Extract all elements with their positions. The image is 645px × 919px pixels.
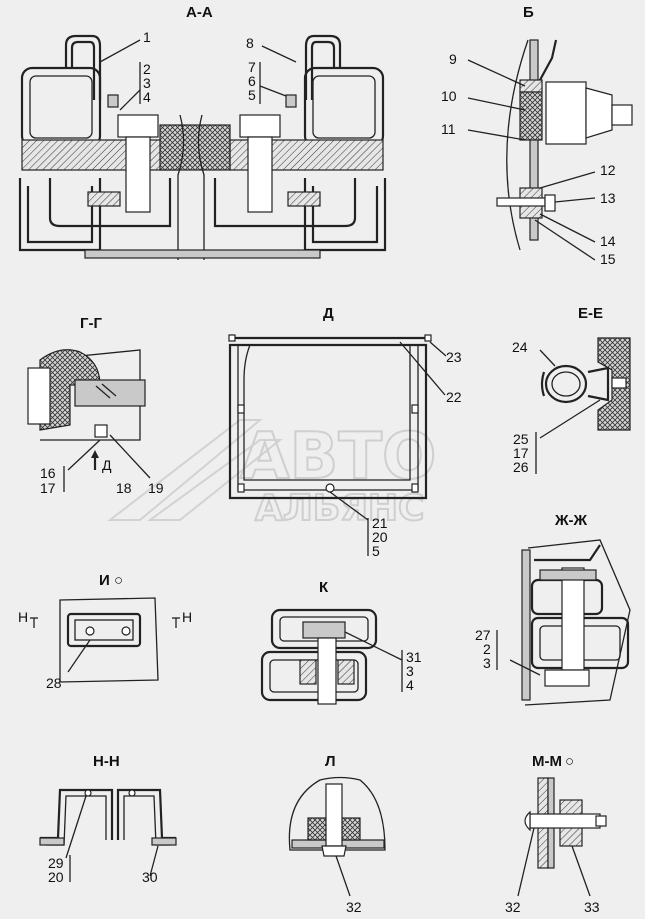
label-b-9: 9 bbox=[449, 51, 457, 67]
view-zhzh-title: Ж-Ж bbox=[554, 512, 588, 529]
label-d-23: 23 bbox=[446, 349, 462, 365]
view-b: Б 9 10 11 12 13 14 15 bbox=[441, 4, 633, 267]
label-nn-20: 20 bbox=[48, 869, 64, 885]
label-aa-1: 1 bbox=[143, 29, 151, 45]
view-aa: А-А bbox=[18, 4, 387, 260]
label-gg-18: 18 bbox=[116, 480, 132, 496]
label-aa-5: 5 bbox=[248, 87, 256, 103]
label-i-section-right: Н bbox=[182, 609, 192, 625]
view-i: И ○ Н Н 28 bbox=[18, 572, 192, 691]
label-mm-32: 32 bbox=[505, 899, 521, 915]
label-b-11: 11 bbox=[441, 121, 456, 137]
view-l: Л 32 bbox=[288, 753, 386, 915]
label-l-32: 32 bbox=[346, 899, 362, 915]
label-d-22: 22 bbox=[446, 389, 462, 405]
label-b-10: 10 bbox=[441, 88, 457, 104]
label-b-14: 14 bbox=[600, 233, 616, 249]
view-l-title: Л bbox=[325, 753, 336, 770]
view-mm: М-М ○ 32 33 bbox=[505, 753, 607, 915]
label-i-28: 28 bbox=[46, 675, 62, 691]
view-gg-title: Г-Г bbox=[80, 315, 102, 332]
label-k-3: 3 bbox=[406, 663, 414, 679]
label-aa-4: 4 bbox=[143, 89, 151, 105]
label-gg-16: 16 bbox=[40, 465, 56, 481]
label-b-12: 12 bbox=[600, 162, 616, 178]
label-zhzh-27: 27 bbox=[475, 627, 491, 643]
label-b-15: 15 bbox=[600, 251, 616, 267]
label-mm-33: 33 bbox=[584, 899, 600, 915]
label-ee-24: 24 bbox=[512, 339, 528, 355]
view-nn: Н-Н 29 20 30 bbox=[39, 753, 177, 885]
view-aa-title: А-А bbox=[186, 4, 213, 21]
label-nn-29: 29 bbox=[48, 855, 64, 871]
label-aa-8: 8 bbox=[246, 35, 254, 51]
label-zhzh-3: 3 bbox=[483, 655, 491, 671]
label-i-section-left: Н bbox=[18, 609, 28, 625]
view-k: К 31 3 4 bbox=[260, 579, 422, 705]
view-d: Д 23 22 21 20 5 bbox=[228, 305, 462, 559]
label-gg-arrow: Д bbox=[102, 457, 112, 473]
view-mm-title: М-М bbox=[532, 753, 562, 770]
label-aa-6: 6 bbox=[248, 73, 256, 89]
label-d-21: 21 bbox=[372, 515, 388, 531]
view-i-circle: ○ bbox=[114, 572, 123, 589]
label-aa-2: 2 bbox=[143, 61, 151, 77]
watermark: АВТО АЛЬЯНС bbox=[107, 419, 437, 530]
view-ee: Е-Е 24 25 17 26 bbox=[512, 305, 631, 475]
label-d-5: 5 bbox=[372, 543, 380, 559]
view-nn-title: Н-Н bbox=[93, 753, 120, 770]
label-aa-3: 3 bbox=[143, 75, 151, 91]
view-gg: Г-Г Д 16 17 18 19 bbox=[27, 315, 164, 496]
view-b-title: Б bbox=[523, 4, 534, 21]
view-d-title: Д bbox=[323, 305, 334, 322]
label-ee-26: 26 bbox=[513, 459, 529, 475]
view-zhzh: Ж-Ж 27 2 3 bbox=[475, 512, 631, 706]
label-d-20: 20 bbox=[372, 529, 388, 545]
label-ee-25: 25 bbox=[513, 431, 529, 447]
label-b-13: 13 bbox=[600, 190, 616, 206]
view-mm-circle: ○ bbox=[565, 753, 574, 770]
label-nn-30: 30 bbox=[142, 869, 158, 885]
label-ee-17: 17 bbox=[513, 445, 529, 461]
label-k-31: 31 bbox=[406, 649, 422, 665]
label-k-4: 4 bbox=[406, 677, 414, 693]
watermark-line1: АВТО bbox=[240, 420, 436, 494]
view-ee-title: Е-Е bbox=[578, 305, 603, 322]
watermark-line2: АЛЬЯНС bbox=[255, 488, 424, 529]
label-gg-19: 19 bbox=[148, 480, 164, 496]
label-gg-17: 17 bbox=[40, 480, 56, 496]
label-aa-7: 7 bbox=[248, 59, 256, 75]
view-k-title: К bbox=[319, 579, 329, 596]
label-zhzh-2: 2 bbox=[483, 641, 491, 657]
view-i-title: И bbox=[99, 572, 110, 589]
